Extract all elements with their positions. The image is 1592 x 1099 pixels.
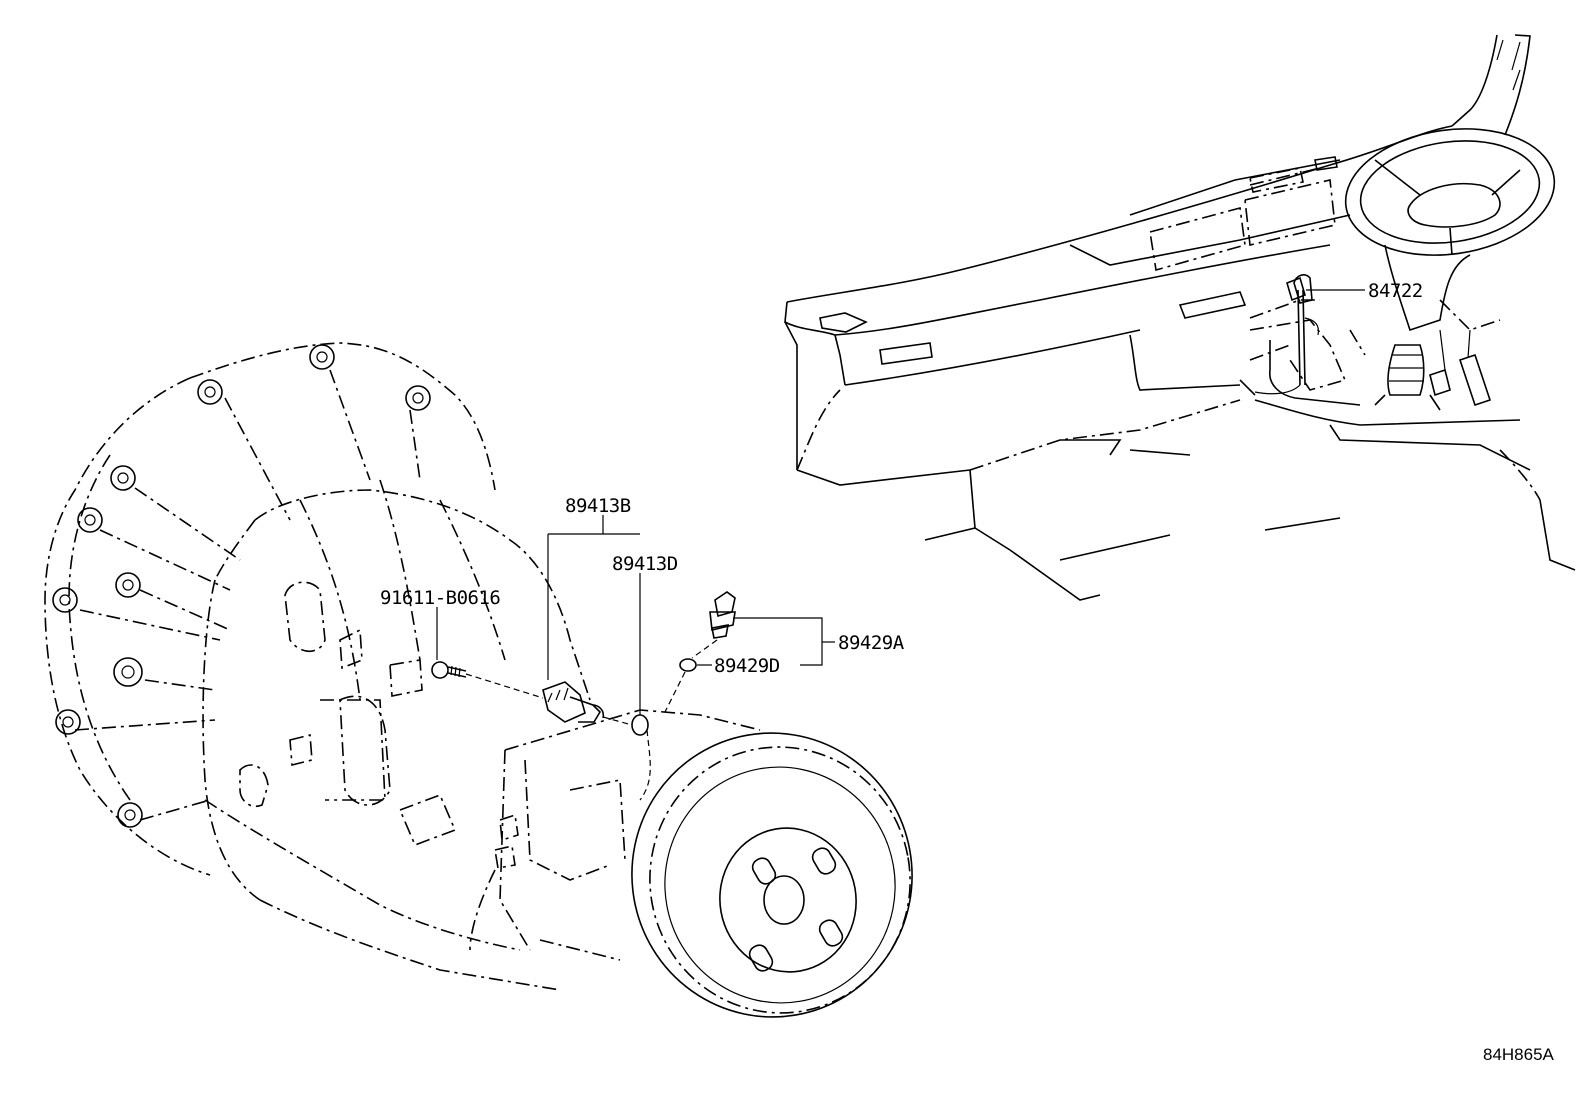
- transmission-illustration: [44, 342, 913, 1018]
- dashboard-illustration: [784, 34, 1576, 601]
- callout-89413b: 89413B: [565, 495, 631, 517]
- leader-lines: [436, 289, 1365, 801]
- callout-89429a: 89429A: [838, 632, 905, 654]
- callout-89413d: 89413D: [612, 553, 678, 575]
- diagram-code: 84H865A: [1483, 1045, 1555, 1064]
- callout-89429d: 89429D: [714, 655, 780, 677]
- callout-84722: 84722: [1368, 280, 1423, 302]
- parts-illustration: [431, 276, 1306, 736]
- callout-91611-b0616: 91611-B0616: [380, 587, 500, 609]
